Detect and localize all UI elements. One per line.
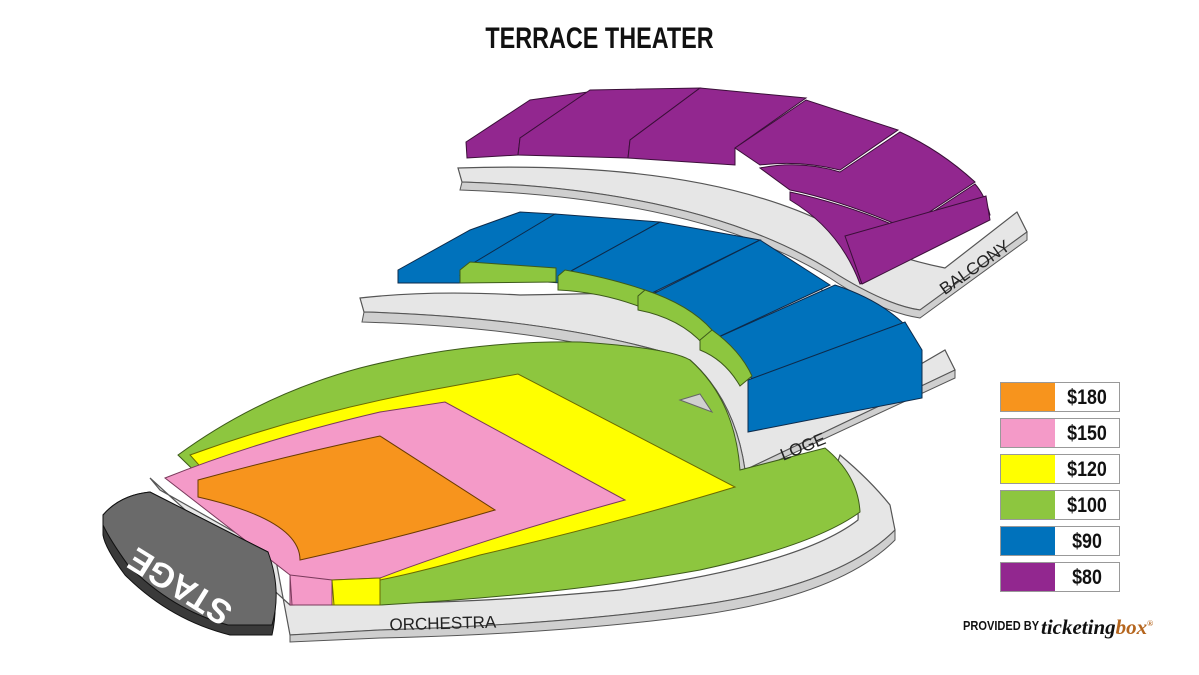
brand-mark: ® [1147,619,1154,628]
price-legend: $180 $150 $120 $100 $90 $80 [1000,382,1120,598]
legend-swatch [1001,419,1055,447]
legend-swatch [1001,491,1055,519]
legend-price: $100 [1067,494,1107,517]
orchestra-section[interactable] [149,341,896,643]
legend-swatch [1001,527,1055,555]
balcony-section[interactable] [457,87,1028,319]
legend-item-180: $180 [1000,382,1120,412]
provider-credit: PROVIDED BY ticketingbox® [963,615,1153,647]
legend-item-150: $150 [1000,418,1120,448]
brand-main: ticketing [1041,615,1116,639]
orchestra-rail [289,528,896,643]
orchestra-yellow-front [331,577,381,606]
balcony-block-5 [758,131,976,229]
orchestra-pink-front [289,574,333,606]
loge-green-4 [699,329,753,387]
orchestra-orange [197,435,497,561]
loge-rail [361,311,956,479]
credit-label: PROVIDED BY [963,618,1040,634]
page-title: TERRACE THEATER [485,22,714,55]
balcony-rail [459,181,1028,319]
loge-green-1 [459,261,557,284]
legend-item-100: $100 [1000,490,1120,520]
legend-item-90: $90 [1000,526,1120,556]
legend-price: $90 [1072,530,1102,553]
legend-price: $150 [1067,422,1107,445]
stage-top [102,491,277,626]
loge-section[interactable] [359,211,956,479]
loge-block-6 [747,321,923,433]
legend-price: $120 [1067,458,1107,481]
legend-item-80: $80 [1000,562,1120,592]
balcony-block-7 [844,195,991,285]
legend-price: $80 [1072,566,1102,589]
legend-swatch [1001,383,1055,411]
orchestra-label: ORCHESTRA [389,613,497,635]
ticketingbox-logo[interactable]: ticketingbox® [1041,615,1153,640]
balcony-block-4 [734,99,900,171]
legend-price: $180 [1067,386,1107,409]
orchestra-notch [678,393,714,414]
legend-item-120: $120 [1000,454,1120,484]
legend-swatch [1001,455,1055,483]
brand-accent: box [1115,615,1148,639]
legend-swatch [1001,563,1055,591]
